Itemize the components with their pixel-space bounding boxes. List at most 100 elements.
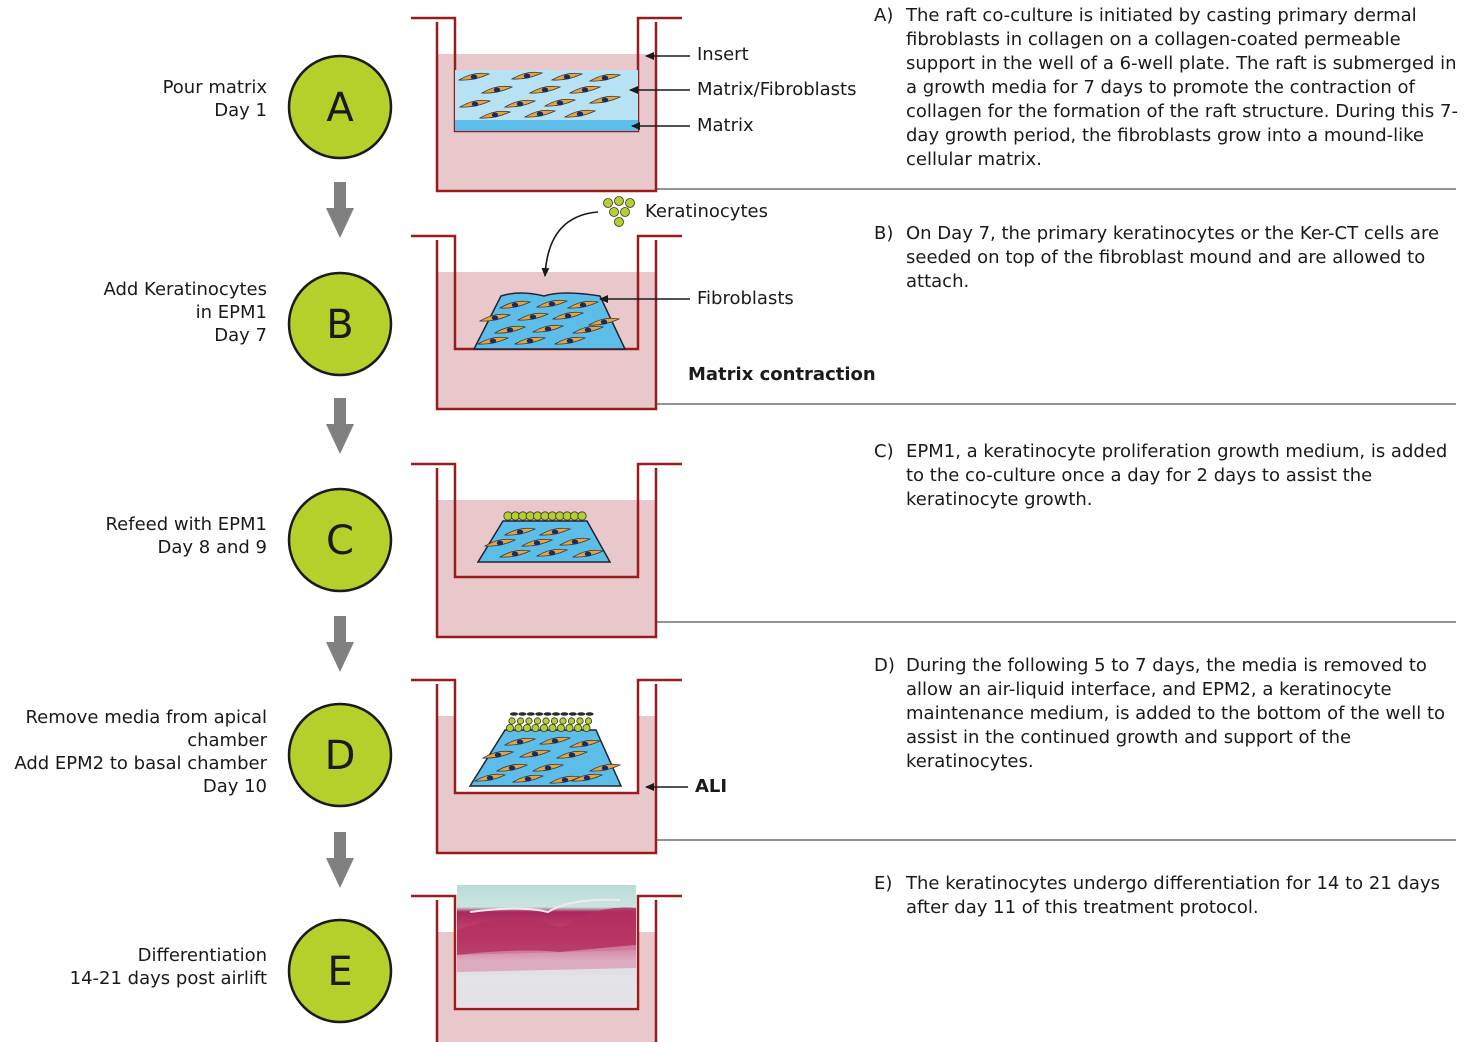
step-badge-d: D bbox=[287, 702, 393, 808]
well-e bbox=[411, 885, 682, 1042]
step-badge-b: B bbox=[287, 271, 393, 377]
cornified-cell bbox=[568, 712, 577, 716]
well-c bbox=[411, 462, 682, 639]
fibroblast bbox=[476, 336, 510, 345]
keratinocyte bbox=[567, 717, 576, 725]
fibroblast bbox=[516, 312, 550, 321]
fibroblast bbox=[518, 749, 552, 758]
description-b-letter: B) bbox=[874, 223, 894, 244]
fibroblast bbox=[528, 85, 562, 94]
keratinocyte-cluster-icon bbox=[603, 196, 635, 227]
step-d-line-4: Day 10 bbox=[202, 776, 267, 797]
down-arrow-icon bbox=[326, 182, 354, 238]
cornified-cell bbox=[577, 712, 586, 716]
fibroblast bbox=[558, 537, 592, 546]
description-d-letter: D) bbox=[874, 655, 895, 676]
description-d-text: During the following 5 to 7 days, the me… bbox=[906, 655, 1446, 772]
keratinocyte bbox=[582, 724, 591, 733]
callout-ali: ALI bbox=[695, 776, 728, 797]
keratinocyte bbox=[603, 198, 613, 208]
fibroblast bbox=[587, 317, 621, 326]
cornified-cell bbox=[560, 712, 569, 716]
well-a bbox=[411, 16, 682, 193]
fibroblast bbox=[503, 99, 537, 108]
fibroblast bbox=[568, 739, 602, 748]
keratinocyte bbox=[508, 717, 516, 725]
fibroblast bbox=[550, 72, 584, 81]
cornified-cell bbox=[535, 712, 544, 716]
fibroblast bbox=[503, 527, 537, 536]
fibroblast bbox=[538, 527, 572, 536]
description-c-text: EPM1, a keratinocyte proliferation growt… bbox=[906, 441, 1448, 510]
well-b bbox=[411, 196, 682, 411]
step-badge-letter: C bbox=[326, 518, 354, 564]
fibroblast bbox=[538, 736, 572, 745]
step-badge-letter: D bbox=[325, 733, 356, 779]
fibroblast bbox=[588, 95, 622, 104]
well-outline bbox=[435, 468, 658, 639]
step-badge-letter: A bbox=[326, 85, 354, 131]
fibroblast bbox=[568, 85, 602, 94]
down-arrow-icon bbox=[326, 398, 354, 454]
step-badge-letter: B bbox=[326, 302, 353, 348]
down-arrow-icon bbox=[326, 832, 354, 888]
fibroblast bbox=[566, 300, 600, 309]
fibroblast bbox=[531, 324, 565, 333]
step-label-a: Pour matrix Day 1 bbox=[163, 76, 267, 122]
cornified-cell bbox=[585, 712, 594, 716]
fibroblast bbox=[495, 763, 529, 772]
keratinocyte bbox=[540, 724, 549, 733]
keratinocyte bbox=[565, 724, 574, 733]
description-a-text: The raft co-culture is initiated by cast… bbox=[906, 5, 1458, 170]
keratinocyte bbox=[614, 217, 624, 227]
fibroblast bbox=[511, 774, 545, 783]
keratinocyte bbox=[531, 724, 540, 733]
step-d-line-3: Add EPM2 to basal chamber bbox=[14, 753, 267, 774]
keratinocyte bbox=[514, 724, 523, 733]
cornified-cell bbox=[526, 712, 535, 716]
step-e-line-1: Differentiation bbox=[137, 945, 267, 966]
histology-image bbox=[457, 885, 636, 1007]
fibroblast bbox=[531, 763, 565, 772]
fibroblast bbox=[498, 300, 532, 309]
callout-matrix-contraction: Matrix contraction bbox=[688, 364, 876, 385]
fibroblast bbox=[503, 737, 537, 746]
matrix-layer bbox=[455, 120, 638, 131]
fibroblast bbox=[458, 99, 492, 108]
fibroblast bbox=[570, 773, 604, 782]
keratinocyte bbox=[620, 207, 630, 217]
cornified-cell bbox=[518, 712, 527, 716]
step-label-d: Remove media from apical chamber Add EPM… bbox=[14, 706, 267, 798]
description-e-letter: E) bbox=[874, 873, 893, 894]
description-e-text: The keratinocytes undergo differentiatio… bbox=[906, 873, 1440, 918]
description-b-text: On Day 7, the primary keratinocytes or t… bbox=[906, 223, 1440, 292]
cornified-cell bbox=[543, 712, 552, 716]
step-label-e: Differentiation 14-21 days post airlift bbox=[70, 944, 267, 990]
description-c-letter: C) bbox=[874, 441, 894, 462]
description-b: B) On Day 7, the primary keratinocytes o… bbox=[874, 222, 1464, 294]
pointer-keratinocytes bbox=[541, 211, 599, 277]
keratinocyte bbox=[584, 717, 593, 725]
fibroblast bbox=[535, 548, 569, 557]
keratinocyte bbox=[609, 207, 619, 217]
step-b-line-3: Day 7 bbox=[214, 325, 267, 346]
cornified-cell bbox=[510, 712, 518, 716]
keratinocyte bbox=[574, 724, 583, 733]
step-d-line-2: chamber bbox=[187, 730, 267, 751]
callout-matrix-fibroblasts: Matrix/Fibroblasts bbox=[697, 79, 857, 100]
cornified-cell bbox=[552, 712, 560, 716]
callout-insert: Insert bbox=[697, 44, 749, 65]
fibroblast bbox=[480, 85, 514, 94]
fibroblast bbox=[457, 72, 491, 81]
description-a-letter: A) bbox=[874, 5, 894, 26]
description-d: D) During the following 5 to 7 days, the… bbox=[874, 654, 1464, 774]
insert-outline bbox=[411, 894, 682, 1011]
fibroblast bbox=[535, 299, 569, 308]
keratinocyte bbox=[576, 717, 584, 725]
fibroblast bbox=[588, 763, 622, 772]
callout-matrix: Matrix bbox=[697, 115, 754, 136]
fibroblast bbox=[553, 336, 587, 345]
keratinocyte bbox=[625, 198, 635, 208]
fibroblast bbox=[571, 549, 605, 558]
